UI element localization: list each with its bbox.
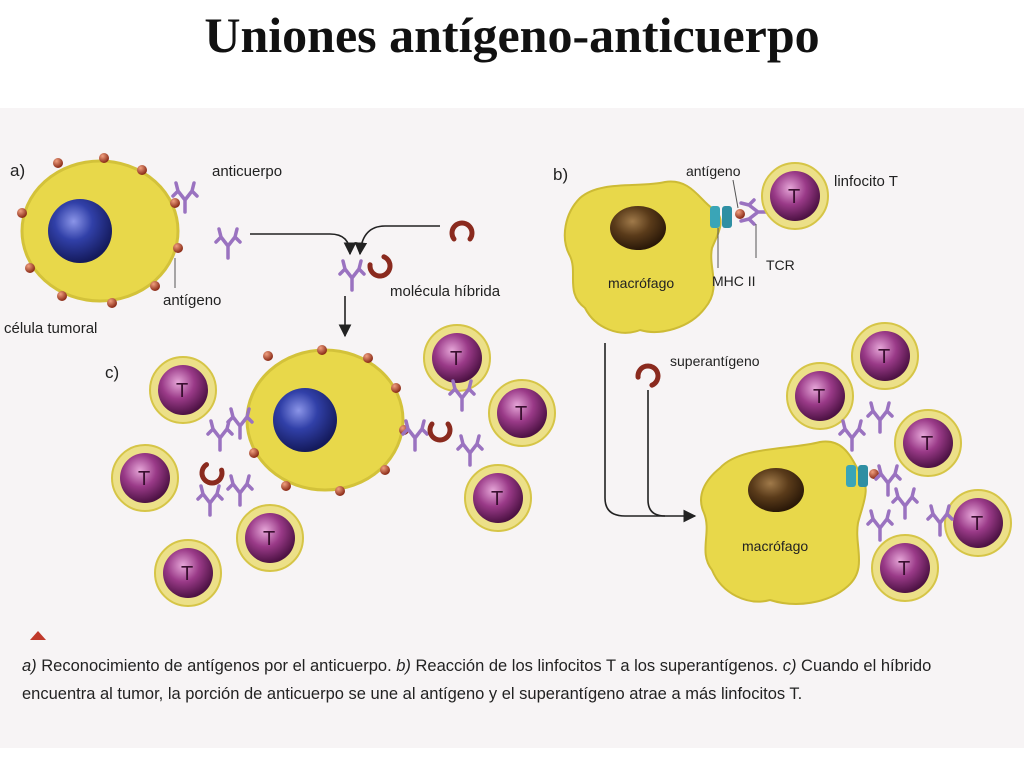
tumor-nucleus-a — [48, 199, 112, 263]
tumor-nucleus-c — [273, 388, 337, 452]
svg-text:T: T — [813, 386, 825, 408]
t-cell-b5: T — [944, 489, 1012, 557]
t-cell-b6: T — [871, 534, 939, 602]
t-cell-c6: T — [488, 379, 556, 447]
macrophage-2 — [700, 440, 867, 605]
macrophage-1-nucleus — [610, 206, 666, 250]
label-mhc-ii: MHC II — [712, 273, 756, 289]
t-cell-c2: T — [111, 444, 179, 512]
mhc-ii-complex — [710, 206, 732, 228]
macrophage-1 — [563, 180, 722, 334]
t-cell-c1: T — [149, 356, 217, 424]
panel-b-label: b) — [553, 165, 568, 184]
svg-text:T: T — [921, 433, 933, 455]
antibody-a2 — [214, 227, 242, 260]
arrow-superantigen-path — [647, 390, 666, 517]
svg-text:T: T — [515, 403, 527, 425]
arrow-superantigen — [354, 225, 440, 256]
t-cell-b3: T — [851, 322, 919, 390]
label-superantigeno: superantígeno — [670, 353, 760, 369]
mhc-ii-complex-2 — [846, 465, 879, 487]
figure-caption: a) Reconocimiento de antígenos por el an… — [22, 652, 997, 708]
caption-a-text: Reconocimiento de antígenos por el antic… — [36, 657, 397, 675]
t-cell-b1: T — [761, 162, 829, 230]
svg-text:T: T — [878, 346, 890, 368]
label-tcr: TCR — [766, 257, 795, 273]
antigen-b — [735, 209, 745, 219]
label-antigeno-b: antígeno — [686, 163, 741, 179]
svg-text:T: T — [181, 563, 193, 585]
label-macrofago-2: macrófago — [742, 538, 808, 554]
arrow-antibody — [250, 233, 357, 256]
figure-panel: a) anticuerpo antígeno célula tumoral mo… — [0, 108, 1024, 748]
label-molecula-hibrida: molécula híbrida — [390, 283, 501, 300]
panel-a-label: a) — [10, 161, 25, 180]
caption-marker-icon — [30, 631, 46, 640]
caption-b-text: Reacción de los linfocitos T a los super… — [410, 657, 783, 675]
caption-c-label: c) — [782, 657, 797, 675]
t-cell-c4: T — [236, 504, 304, 572]
superantigen-a — [452, 223, 472, 239]
page-title: Uniones antígeno-anticuerpo — [204, 7, 820, 63]
caption-b-label: b) — [396, 657, 411, 675]
svg-text:T: T — [788, 186, 800, 208]
tumor-cell-a — [17, 153, 183, 308]
caption-a-label: a) — [22, 657, 37, 675]
hybrid-molecule — [338, 256, 394, 292]
svg-text:T: T — [176, 380, 188, 402]
label-celula-tumoral: célula tumoral — [4, 320, 97, 337]
superantigen-b — [636, 362, 661, 386]
panel-c-label: c) — [105, 363, 119, 382]
svg-text:T: T — [971, 513, 983, 535]
label-macrofago-1: macrófago — [608, 275, 674, 291]
svg-text:T: T — [450, 348, 462, 370]
t-cell-c3: T — [154, 539, 222, 607]
label-linfocito-t: linfocito T — [834, 173, 898, 190]
diagram: a) anticuerpo antígeno célula tumoral mo… — [4, 153, 1012, 640]
macrophage-2-nucleus — [748, 468, 804, 512]
t-cell-b4: T — [894, 409, 962, 477]
label-antigeno-a: antígeno — [163, 292, 221, 309]
svg-text:T: T — [263, 528, 275, 550]
label-anticuerpo: anticuerpo — [212, 163, 282, 180]
t-cell-b2: T — [786, 362, 854, 430]
t-cell-c5: T — [423, 324, 491, 392]
svg-text:T: T — [898, 558, 910, 580]
t-cell-c7: T — [464, 464, 532, 532]
arrow-macrophage-path — [604, 343, 697, 523]
caption-c-text: Cuando el híbrido encuentra al tumor, la… — [22, 657, 932, 703]
svg-text:T: T — [491, 488, 503, 510]
svg-text:T: T — [138, 468, 150, 490]
tumor-cell-c — [245, 345, 409, 496]
